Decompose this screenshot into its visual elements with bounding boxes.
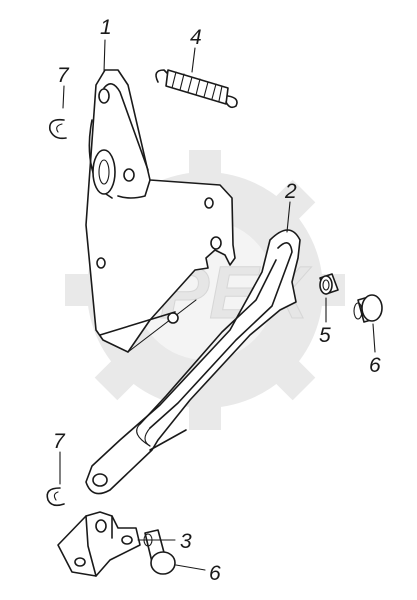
part-6-pin-lower [143,529,176,575]
part-4-spring [155,69,238,109]
part-3-small-bracket [57,511,141,577]
callout-6-lower: 6 [209,562,221,585]
part-2-slotted-lever [85,229,301,495]
part-7-clip-upper [48,118,67,140]
callout-4: 4 [190,26,202,49]
callout-5: 5 [319,324,331,347]
callout-2: 2 [284,180,297,203]
leader-lines [59,39,376,571]
callout-7-lower: 7 [53,430,66,453]
part-7-clip-lower [46,487,65,507]
part-6-pin-upper [353,294,383,323]
callout-3: 3 [180,530,192,553]
callout-6-upper: 6 [369,354,381,377]
part-5-bushing [319,273,339,295]
callout-7-upper: 7 [57,64,70,87]
part-1-bracket [85,69,236,353]
callout-1: 1 [100,16,112,39]
